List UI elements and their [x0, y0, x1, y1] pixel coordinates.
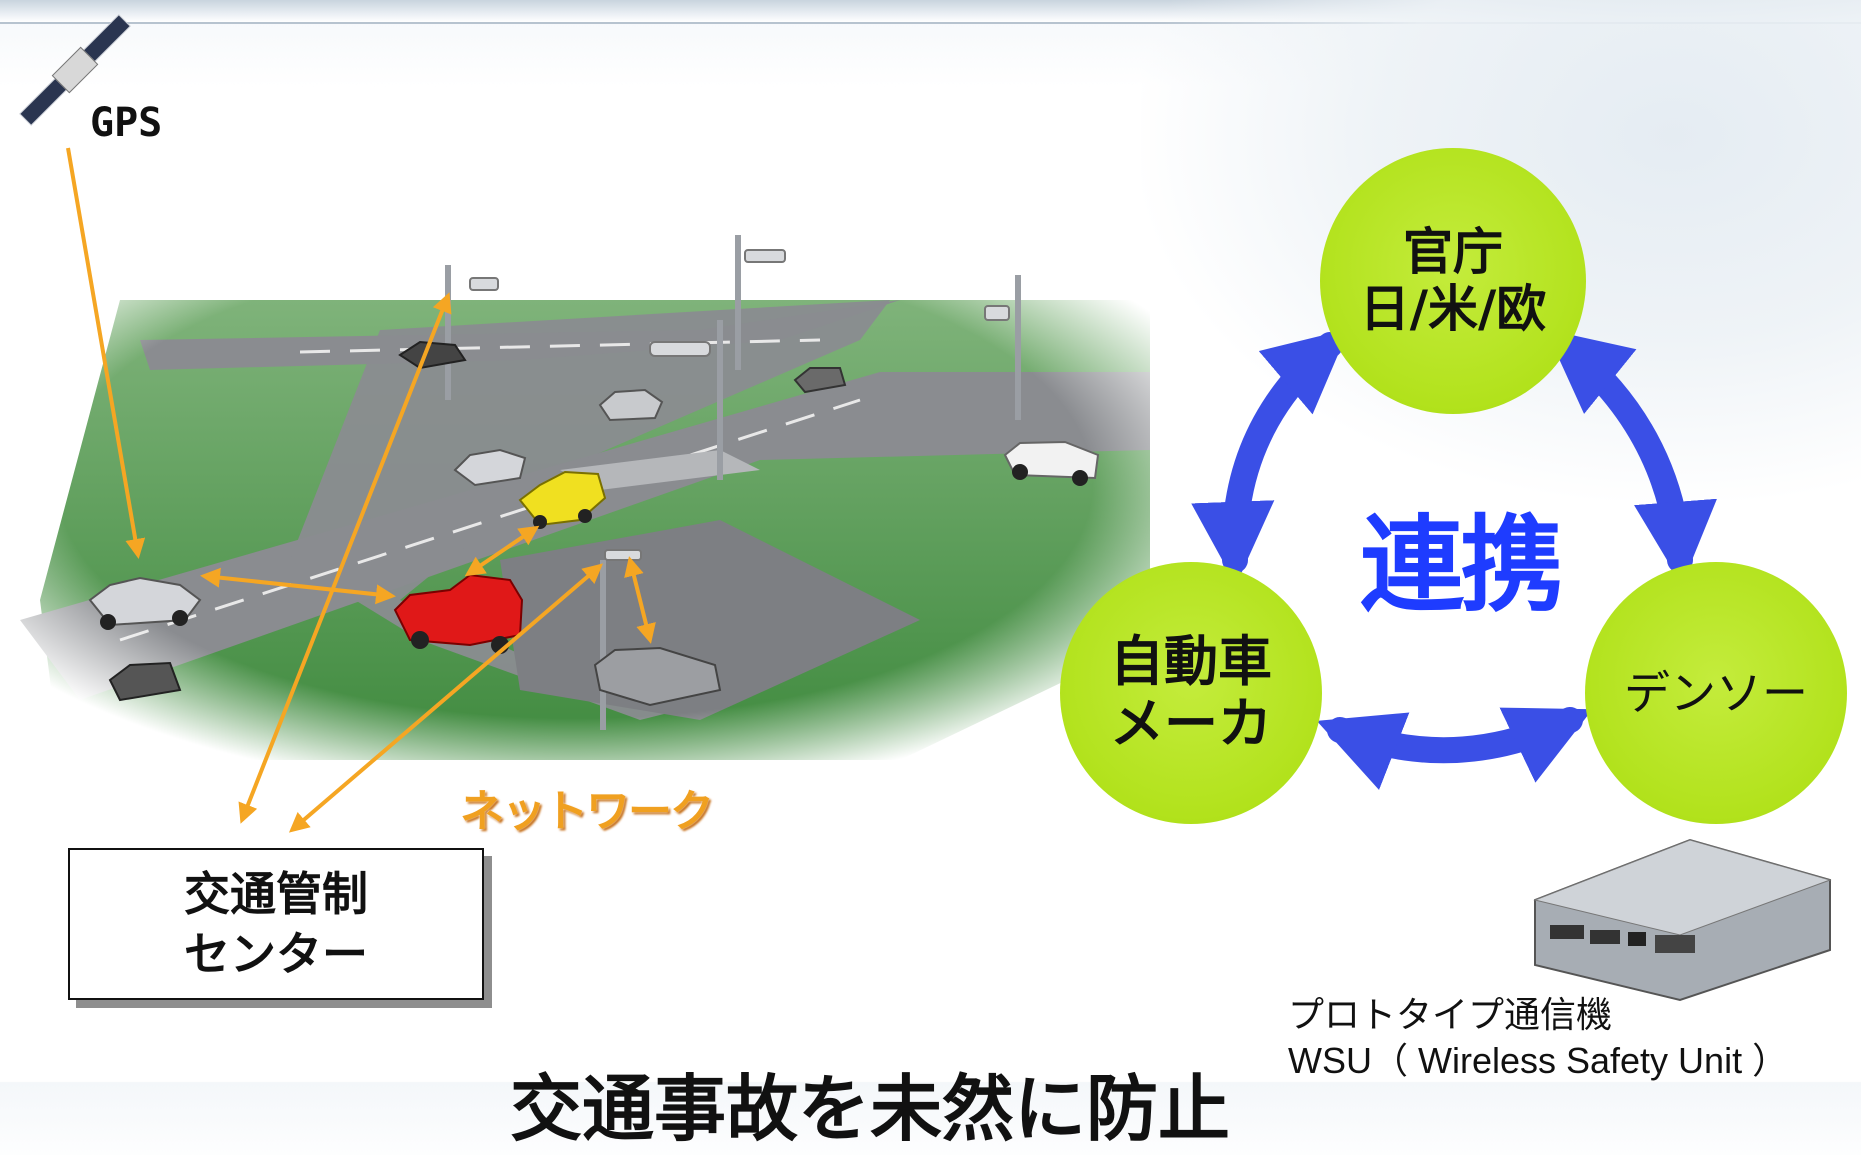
traffic-center-line1: 交通管制 — [184, 867, 368, 921]
node-denso-line1: デンソー — [1624, 665, 1808, 720]
pole-cameras — [469, 249, 1010, 561]
car-silver-3 — [598, 388, 664, 422]
network-label: ネットワーク — [460, 786, 714, 837]
traffic-control-center-box: 交通管制 センター — [68, 848, 484, 1000]
node-government-line2: 日/米/欧 — [1359, 280, 1547, 338]
cycle-arrows — [1191, 328, 1717, 790]
node-automaker-line2: メーカ — [1110, 692, 1272, 755]
traffic-center-line2: センター — [184, 927, 368, 981]
node-government-line1: 官庁 — [1403, 222, 1503, 281]
cooperation-label: 連携 — [1360, 504, 1564, 626]
car-dark-bottom-left — [108, 661, 182, 702]
node-government: 官庁 日/米/欧 — [1320, 148, 1586, 414]
node-denso: デンソー — [1585, 562, 1847, 824]
device-caption: プロトタイプ通信機 WSU（ Wireless Safety Unit ） — [1288, 992, 1788, 1084]
device-caption-line1: プロトタイプ通信機 — [1288, 994, 1613, 1035]
car-yellow — [518, 470, 607, 529]
intersection-scene — [0, 14, 1832, 1002]
node-automaker: 自動車 メーカ — [1060, 562, 1322, 824]
car-silver-left — [88, 576, 202, 630]
prototype-device-image — [1533, 838, 1832, 1002]
bottom-title: 交通事故を未然に防止 — [510, 1067, 1231, 1151]
car-silver-2 — [453, 448, 527, 487]
car-white-right — [1003, 440, 1100, 486]
device-caption-line2: WSU（ Wireless Safety Unit ） — [1288, 1040, 1789, 1081]
gps-satellite-icon — [19, 14, 131, 126]
communication-links — [66, 147, 656, 833]
gps-label: GPS — [90, 100, 163, 146]
car-grey-bottom — [593, 646, 722, 707]
car-dark-2 — [793, 367, 847, 394]
node-automaker-line1: 自動車 — [1110, 629, 1272, 693]
